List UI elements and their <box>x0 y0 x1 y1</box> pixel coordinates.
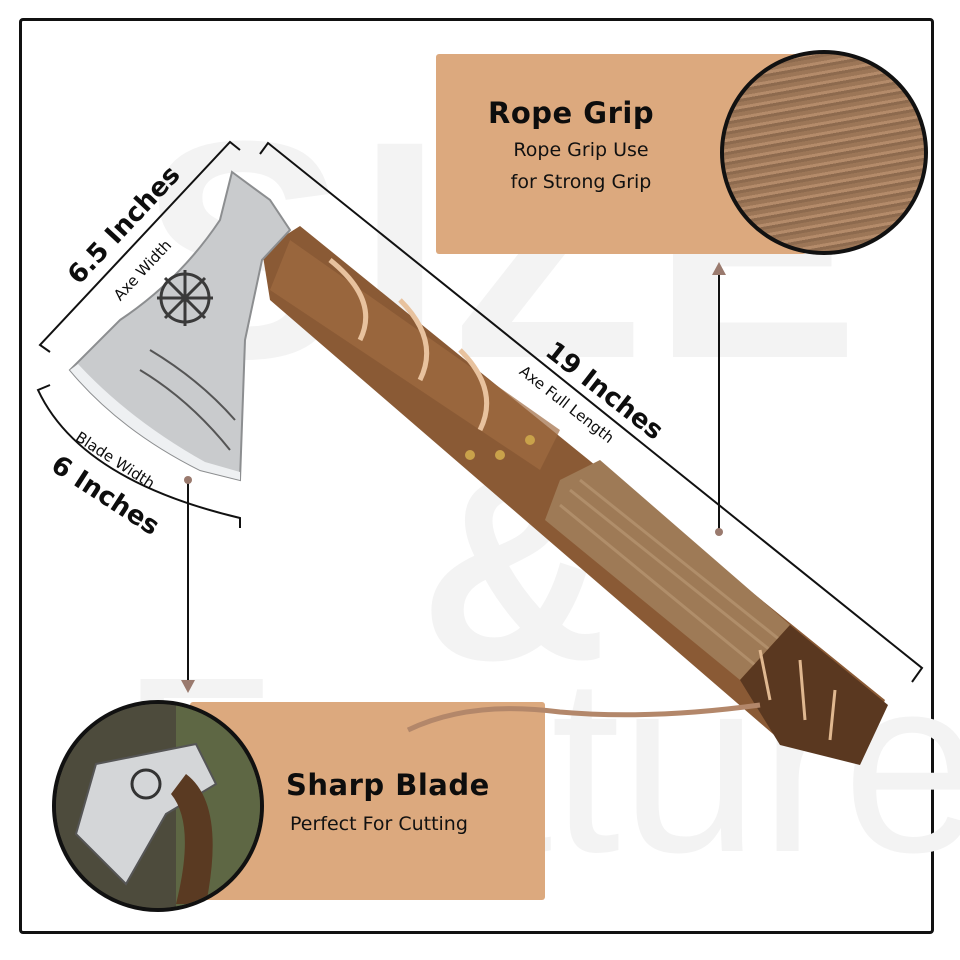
axe-head-icon <box>68 170 292 482</box>
blade-width-dimension-line <box>36 384 241 528</box>
sharp-blade-title: Sharp Blade <box>286 768 490 802</box>
axe-width-dimension-line <box>38 140 241 353</box>
arrow-down-icon <box>181 680 195 693</box>
blade-closeup-icon <box>56 704 260 908</box>
sharp-blade-subtitle: Perfect For Cutting <box>290 813 468 835</box>
rope-grip-title: Rope Grip <box>488 96 655 130</box>
blade-in-tree-image <box>52 700 264 912</box>
full-length-dimension-line <box>259 141 924 683</box>
rope-closeup-image <box>720 50 928 255</box>
rope-wrap-icon <box>545 460 790 680</box>
lanyard-icon <box>406 702 761 733</box>
rope-grip-description: Rope Grip Use for Strong Grip <box>476 134 686 198</box>
arrow-up-icon <box>712 262 726 275</box>
rope-grip-line1: Rope Grip Use <box>513 139 649 161</box>
outer-frame <box>19 18 934 934</box>
rope-grip-line2: for Strong Grip <box>510 171 652 193</box>
